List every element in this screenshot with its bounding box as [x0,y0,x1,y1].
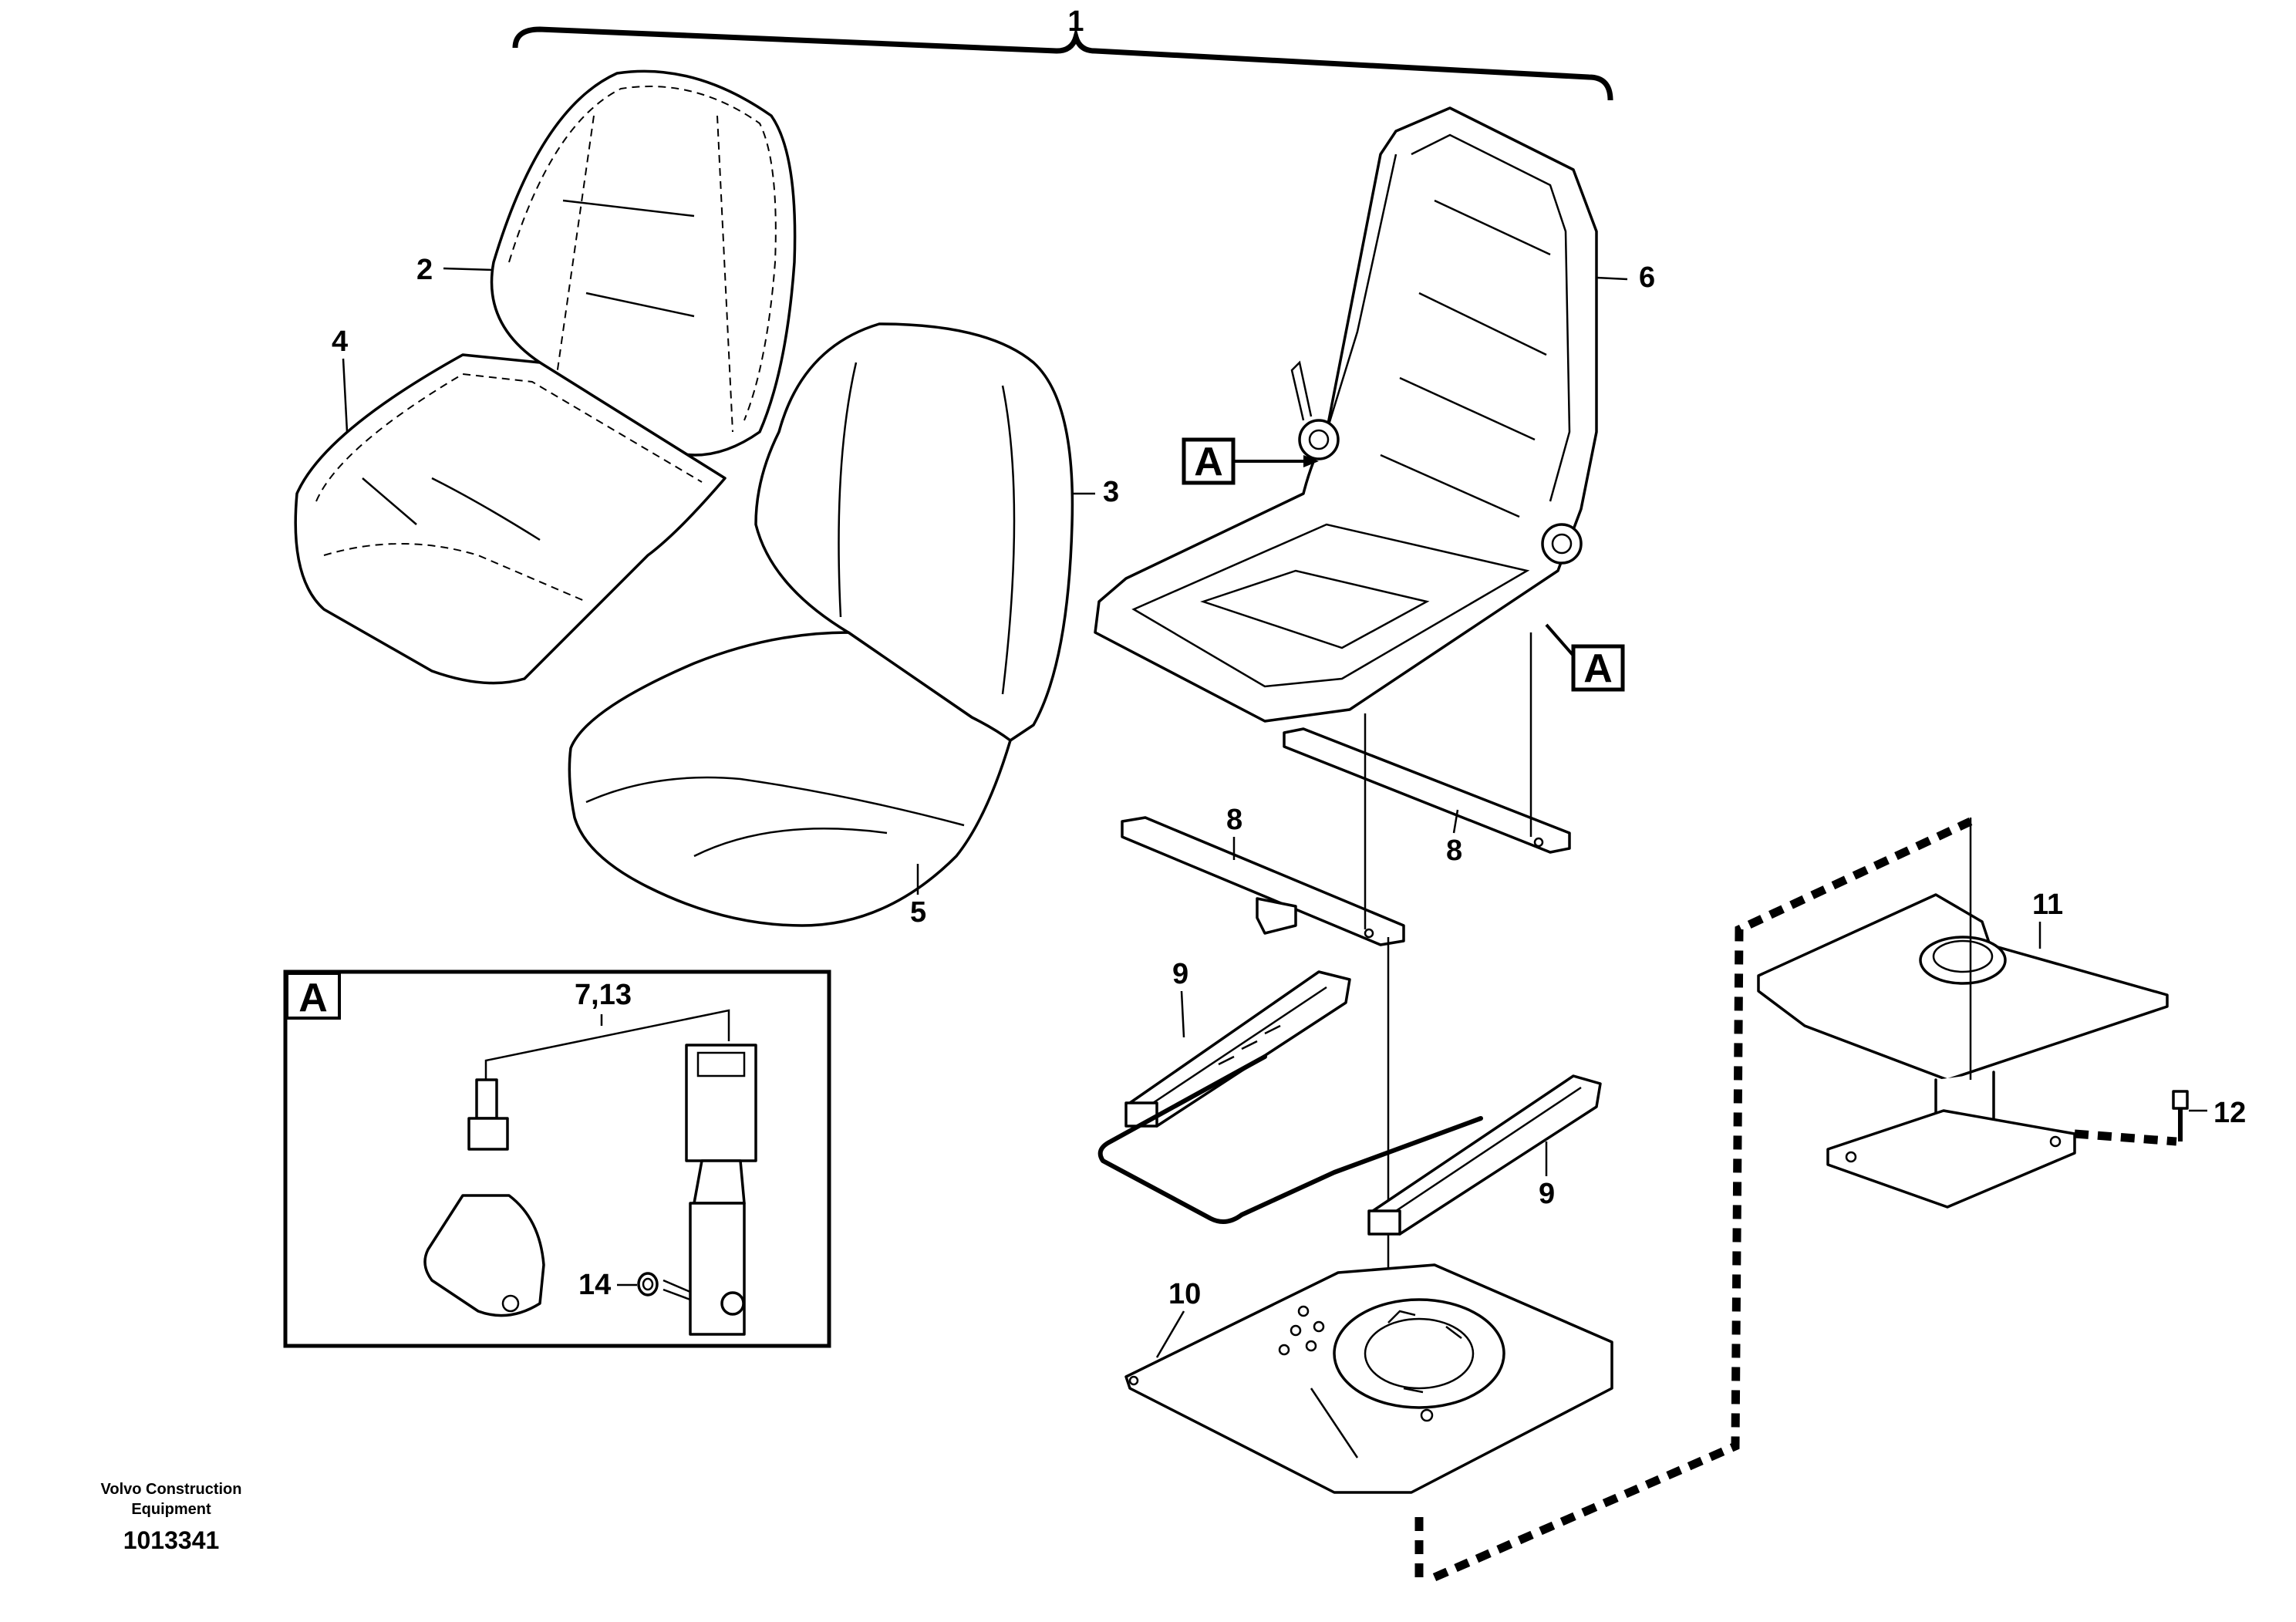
drawing-number: 1013341 [123,1526,220,1554]
nut-and-stud [637,1272,691,1301]
seat-frame [1094,106,1598,723]
callout-10: 10 [1168,1278,1201,1310]
assembly-bracket [512,26,1613,101]
callout-4: 4 [332,325,348,358]
svg-text:A: A [298,976,328,1020]
leader-9-upper [1180,990,1185,1038]
bolt [2172,1090,2189,1141]
detail-ref-a-upper: A [1182,437,1319,485]
slide-rail-right [1367,1074,1602,1236]
swivel-plate [1124,1263,1613,1494]
alternative-mount-line [1414,818,1973,1582]
seat-backrest [754,322,1074,742]
leader-8-right [1452,809,1459,834]
pedestal-top-plate [1757,893,2169,1081]
leader-7-13 [484,1009,730,1080]
leader-2 [443,267,494,271]
callout-14: 14 [578,1269,611,1301]
callout-11: 11 [2032,889,2063,921]
callout-3: 3 [1103,476,1119,508]
leader-10 [1155,1310,1185,1358]
company-name-line2: Equipment [131,1501,211,1518]
company-name-line1: Volvo Construction [101,1481,242,1498]
callout-2: 2 [416,254,433,286]
leader-6 [1596,276,1628,281]
leader-4 [342,358,349,433]
rail-lower [1121,816,1405,946]
alternative-mount-line-bolt [2074,1129,2177,1146]
pedestal-base-plate [1826,1109,2076,1209]
release-lever [1097,1054,1483,1224]
callout-12: 12 [2213,1097,2246,1129]
callout-5: 5 [910,896,926,929]
callout-8-right: 8 [1446,835,1462,867]
callout-9-lower: 9 [1539,1178,1555,1210]
callout-8-left: 8 [1226,804,1242,836]
callout-6: 6 [1639,261,1655,294]
rail-upper [1283,727,1571,854]
seat-belt-buckle [685,1044,757,1336]
slide-rail-left [1124,970,1351,1128]
backrest-cover [490,69,797,457]
seat-cushion [568,631,1012,927]
callout-7-13: 7,13 [575,979,632,1011]
svg-text:A: A [1583,646,1613,691]
svg-text:A: A [1194,440,1223,484]
seat-belt-tongue [423,1078,545,1317]
detail-ref-a-lower: A [1545,623,1625,692]
cushion-cover [294,353,727,685]
callout-1: 1 [1067,5,1084,38]
callout-9-upper: 9 [1172,958,1188,990]
